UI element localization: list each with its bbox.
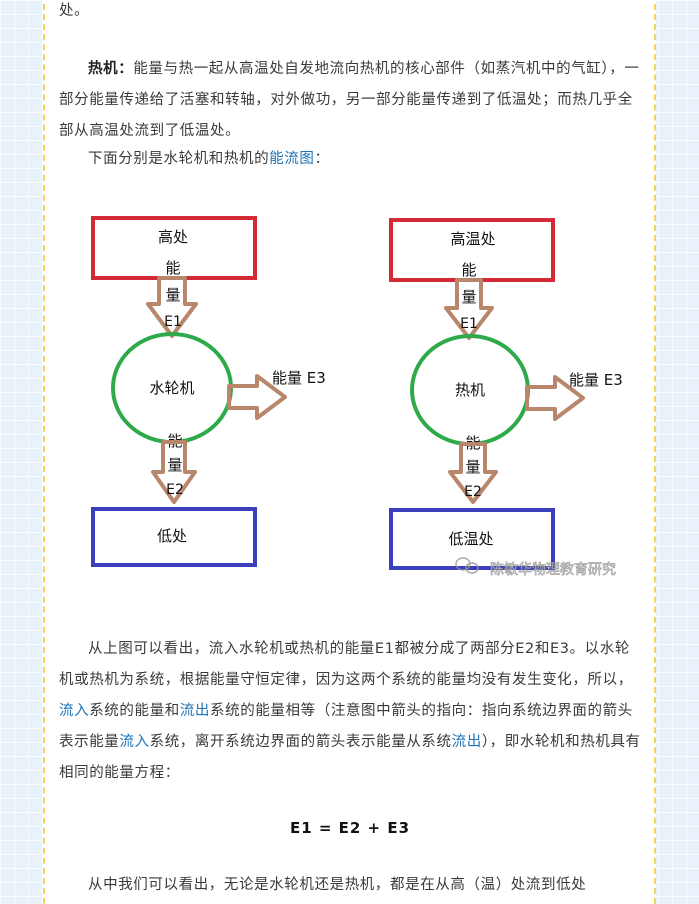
inflow-label-3: E1 xyxy=(164,314,182,330)
conclusion-text-2: 系统的能量和 xyxy=(89,703,180,719)
link-outflow-2[interactable]: 流出 xyxy=(451,734,482,750)
inflow-label-1: 能 xyxy=(461,261,476,279)
heat-engine-label: 热机 xyxy=(455,381,485,399)
paragraph-bottom: 从中我们可以看出，无论是水轮机还是热机，都是在从高（温）处流到低处 xyxy=(59,870,641,901)
watermark-text: 陈敏华物理教育研究 xyxy=(490,561,616,578)
inflow-arrow xyxy=(444,278,494,340)
paragraph-intro: 下面分别是水轮机和热机的能流图： xyxy=(59,144,641,175)
conclusion-text-5: ），即水轮机和热机具有相同的能量方程： xyxy=(59,734,641,781)
energy-equation: E1 = E2 + E3 xyxy=(289,819,411,837)
link-inflow[interactable]: 流入 xyxy=(59,703,90,719)
energy-flow-diagrams: 高处 能 量 E1 水轮机 能量 E3 能 量 E2 低处 高温处 能 量 E1 xyxy=(91,216,623,578)
side-outflow-arrow xyxy=(227,374,287,420)
side-outflow-arrow xyxy=(525,375,585,421)
outflow-arrow xyxy=(151,440,197,504)
diagram-water-turbine: 高处 能 量 E1 水轮机 能量 E3 能 量 E2 低处 xyxy=(91,216,326,567)
conclusion-text-4: 系统，离开系统边界面的箭头表示能量从系统 xyxy=(149,734,452,750)
paragraph-heat-engine: 热机：能量与热一起从高温处自发地流向热机的核心部件（如蒸汽机中的气缸），一部分能… xyxy=(59,54,641,147)
conclusion-text-3: 系统的能量相等（注意图中箭头的指向：指向系统边界面的箭头表示能量 xyxy=(59,703,633,750)
intro-text: 下面分别是水轮机和热机的 xyxy=(88,151,270,167)
high-temperature-label: 高温处 xyxy=(450,230,495,248)
link-inflow-2[interactable]: 流入 xyxy=(119,734,150,750)
outflow-label-2: 量 xyxy=(465,458,480,476)
paragraph-conclusion: 从上图可以看出，流入水轮机或热机的能量E1都被分成了两部分E2和E3。以水轮机或… xyxy=(59,634,641,789)
inflow-label-1: 能 xyxy=(165,259,180,277)
outflow-label-3: E2 xyxy=(464,484,482,500)
water-turbine-label: 水轮机 xyxy=(149,379,194,397)
low-temperature-label: 低温处 xyxy=(448,530,493,548)
outflow-arrow xyxy=(448,442,498,504)
inflow-label-2: 量 xyxy=(461,288,476,306)
link-outflow[interactable]: 流出 xyxy=(179,703,211,719)
outflow-label-2: 量 xyxy=(167,456,182,474)
heat-engine-description: 能量与热一起从高温处自发地流向热机的核心部件（如蒸汽机中的气缸），一部分能量传递… xyxy=(59,61,640,139)
outflow-label-3: E2 xyxy=(166,482,184,498)
low-place-label: 低处 xyxy=(157,527,187,545)
link-energy-flow-diagram[interactable]: 能流图 xyxy=(269,151,315,167)
high-place-label: 高处 xyxy=(158,228,188,246)
top-fragment-text: 处。 xyxy=(59,3,90,19)
wechat-icon xyxy=(455,557,479,574)
conclusion-text-1: 从上图可以看出，流入水轮机或热机的能量E1都被分成了两部分E2和E3。以水轮机或… xyxy=(59,641,633,688)
low-place-box xyxy=(91,507,257,567)
side-outflow-label: 能量 E3 xyxy=(272,369,326,387)
inflow-label-3: E1 xyxy=(460,316,478,332)
article-card: 处。 热机：能量与热一起从高温处自发地流向热机的核心部件（如蒸汽机中的气缸），一… xyxy=(43,0,656,904)
heat-engine-term: 热机： xyxy=(88,61,134,77)
inflow-label-2: 量 xyxy=(165,286,180,304)
diagram-heat-engine: 高温处 能 量 E1 热机 能量 E3 能 量 E2 低温处 xyxy=(389,218,623,570)
paragraph-top-fragment: 处。 xyxy=(59,0,641,27)
side-outflow-label: 能量 E3 xyxy=(569,371,623,389)
inflow-arrow xyxy=(146,276,198,338)
bottom-text: 从中我们可以看出，无论是水轮机还是热机，都是在从高（温）处流到低处 xyxy=(88,877,587,893)
low-temperature-box xyxy=(389,508,555,570)
intro-colon: ： xyxy=(314,151,330,167)
watermark: 陈敏华物理教育研究 xyxy=(455,557,616,578)
